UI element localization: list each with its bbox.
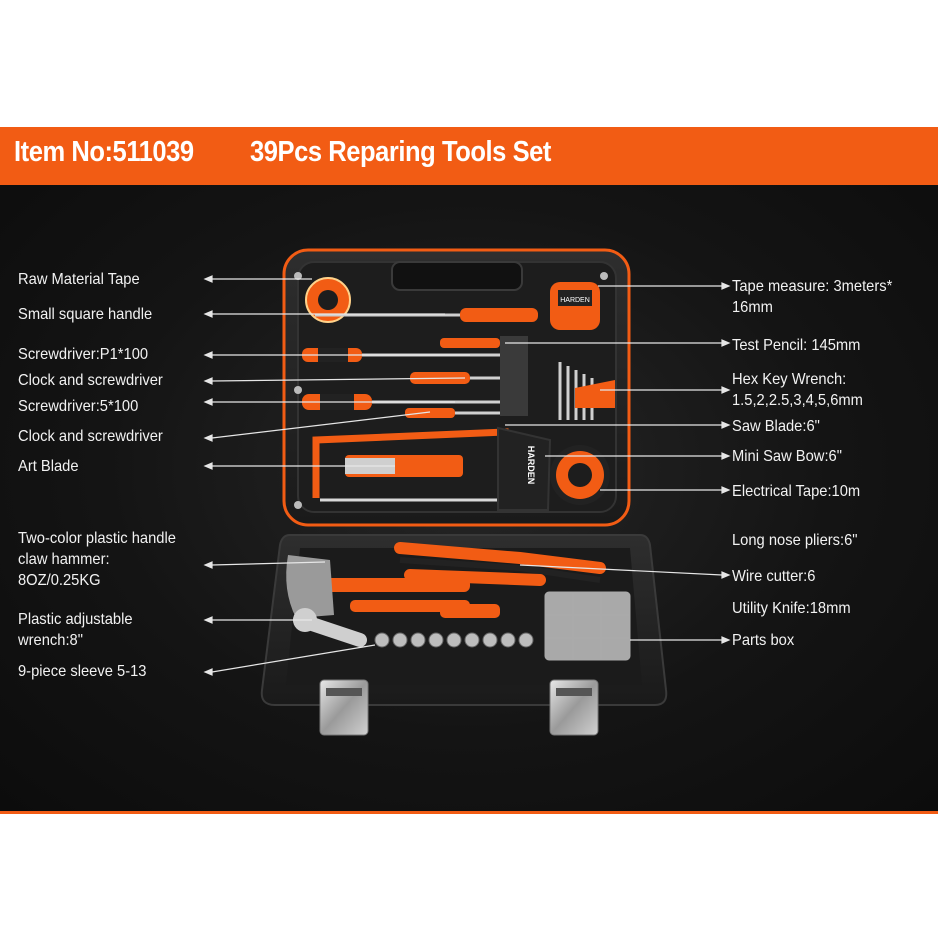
- label-hex-key-line2: 1.5,2,2.5,3,4,5,6mm: [732, 392, 863, 409]
- label-wrench-line1: Plastic adjustable: [18, 611, 133, 628]
- label-saw-blade: Saw Blade:6": [732, 418, 820, 435]
- label-small-square-handle: Small square handle: [18, 306, 153, 323]
- label-long-nose-pliers: Long nose pliers:6": [732, 532, 858, 549]
- label-hammer-line1: Two-color plastic handle: [18, 530, 176, 547]
- label-wrench-line2: wrench:8": [18, 632, 83, 649]
- label-tape-measure-line2: 16mm: [732, 299, 773, 316]
- item-number: Item No:511039: [14, 136, 194, 168]
- label-tape-measure-line1: Tape measure: 3meters*: [732, 278, 893, 295]
- label-hammer-line3: 8OZ/0.25KG: [18, 572, 101, 589]
- label-clock-screwdriver-2: Clock and screwdriver: [18, 428, 163, 445]
- product-title: 39Pcs Reparing Tools Set: [250, 136, 551, 168]
- label-electrical-tape: Electrical Tape:10m: [732, 483, 861, 500]
- label-clock-screwdriver-1: Clock and screwdriver: [18, 372, 163, 389]
- label-sleeve: 9-piece sleeve 5-13: [18, 663, 147, 680]
- label-parts-box: Parts box: [732, 632, 795, 649]
- label-screwdriver-p1: Screwdriver:P1*100: [18, 346, 149, 363]
- label-wire-cutter: Wire cutter:6: [732, 568, 816, 585]
- label-test-pencil: Test Pencil: 145mm: [732, 337, 861, 354]
- label-art-blade: Art Blade: [18, 458, 79, 475]
- label-raw-material-tape: Raw Material Tape: [18, 271, 140, 288]
- label-mini-saw-bow: Mini Saw Bow:6": [732, 448, 842, 465]
- label-screwdriver-5: Screwdriver:5*100: [18, 398, 139, 415]
- label-utility-knife: Utility Knife:18mm: [732, 600, 851, 617]
- label-hammer-line2: claw hammer:: [18, 551, 110, 568]
- header-banner: Item No:511039 39Pcs Reparing Tools Set: [0, 127, 938, 185]
- label-hex-key-line1: Hex Key Wrench:: [732, 371, 847, 388]
- bottom-accent-line: [0, 811, 938, 814]
